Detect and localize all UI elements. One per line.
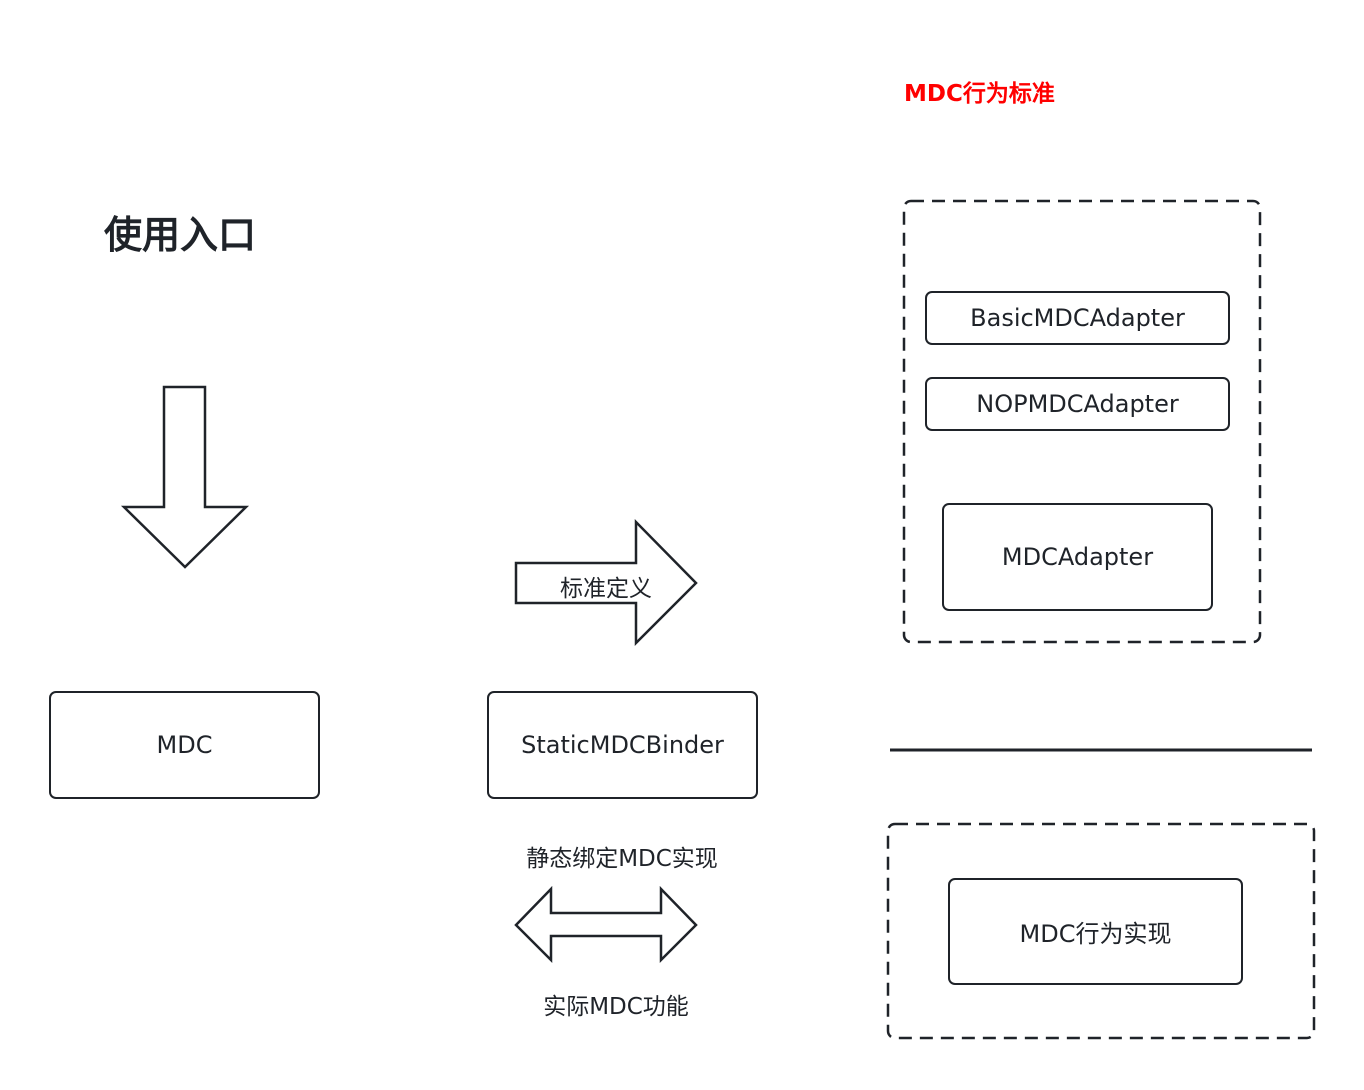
down-arrow-icon [120, 385, 250, 569]
mdc-adapter-label: MDCAdapter [1001, 543, 1154, 571]
nop-mdc-adapter-label: NOPMDCAdapter [976, 390, 1179, 418]
mdc-standard-title: MDC行为标准 [904, 81, 1055, 107]
basic-mdc-adapter-node: BasicMDCAdapter [925, 291, 1230, 345]
mdc-impl-group [886, 822, 1316, 1040]
static-mdc-binder-node: StaticMDCBinder [487, 691, 758, 799]
mdc-standard-group [902, 199, 1262, 644]
standard-definition-label: 标准定义 [560, 576, 652, 602]
mdc-impl-label: MDC行为实现 [1019, 920, 1172, 948]
mdc-label: MDC [156, 731, 213, 759]
mdc-adapter-node: MDCAdapter [942, 503, 1213, 611]
nop-mdc-adapter-node: NOPMDCAdapter [925, 377, 1230, 431]
basic-mdc-adapter-label: BasicMDCAdapter [970, 304, 1185, 332]
entry-title: 使用入口 [104, 213, 257, 257]
actual-function-label: 实际MDC功能 [543, 994, 689, 1020]
right-arrow-icon [514, 518, 698, 647]
static-binding-label: 静态绑定MDC实现 [526, 846, 718, 872]
double-arrow-icon [514, 885, 698, 964]
mdc-node: MDC [49, 691, 320, 799]
mdc-impl-node: MDC行为实现 [948, 878, 1243, 985]
static-mdc-binder-label: StaticMDCBinder [521, 731, 724, 759]
